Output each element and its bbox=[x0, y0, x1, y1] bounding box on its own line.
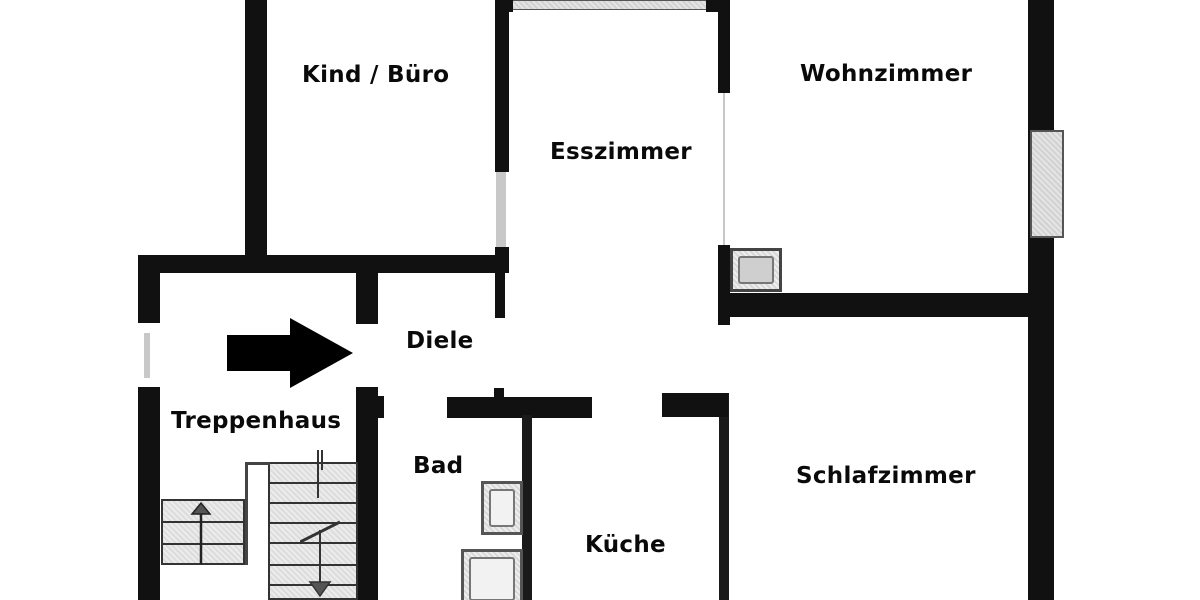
room-label-treppenhaus: Treppenhaus bbox=[171, 408, 342, 434]
wall-trep-bad-lower bbox=[356, 387, 378, 600]
window-treppenhaus-left bbox=[144, 333, 150, 378]
sink-icon bbox=[481, 481, 523, 535]
window-wohnzimmer-right bbox=[1030, 130, 1064, 238]
room-label-kueche: Küche bbox=[585, 532, 666, 558]
stair-center-wall-top bbox=[245, 462, 270, 465]
room-label-wohnzimmer: Wohnzimmer bbox=[800, 61, 973, 87]
bathtub-icon bbox=[461, 549, 523, 600]
wall-kind-bottom bbox=[138, 255, 503, 273]
wall-ess-left-upper bbox=[495, 0, 509, 172]
wall-bad-top-stub bbox=[494, 388, 504, 400]
wall-trep-diele-upper bbox=[356, 262, 378, 324]
stair-up-arrow-icon bbox=[190, 501, 212, 564]
wall-right-exterior bbox=[1028, 0, 1054, 600]
room-label-esszimmer: Esszimmer bbox=[550, 139, 692, 165]
room-label-diele: Diele bbox=[406, 328, 474, 354]
room-label-schlafzimmer: Schlafzimmer bbox=[796, 463, 976, 489]
wall-bad-kueche bbox=[522, 415, 532, 600]
stair-center-wall bbox=[245, 462, 248, 565]
wall-trep-left-upper bbox=[138, 255, 160, 323]
entrance-arrow-icon bbox=[227, 318, 353, 388]
stair-down-arrow-icon bbox=[300, 450, 340, 598]
wall-diele-right-stub bbox=[495, 262, 505, 318]
wall-ess-top-left-corner bbox=[495, 0, 513, 12]
wall-trep-bad-stub bbox=[372, 396, 384, 418]
wall-wohn-schlaf bbox=[720, 293, 1035, 317]
room-label-bad: Bad bbox=[413, 453, 464, 479]
window-esszimmer-top bbox=[510, 0, 710, 10]
wall-ess-right-upper bbox=[718, 0, 730, 93]
staircase-upper-flight bbox=[268, 462, 358, 600]
wall-kind-left bbox=[245, 0, 267, 270]
wall-kueche-top-right bbox=[662, 393, 728, 417]
stove-icon bbox=[730, 248, 782, 292]
wall-bad-top bbox=[447, 397, 507, 418]
wall-kueche-top-left bbox=[500, 397, 592, 418]
wall-trep-left-lower bbox=[138, 387, 160, 600]
opening-ess-wohn bbox=[723, 93, 725, 245]
door-ess-left bbox=[496, 172, 506, 247]
wall-schlaf-left bbox=[719, 393, 729, 600]
room-label-kind-buero: Kind / Büro bbox=[302, 62, 450, 88]
